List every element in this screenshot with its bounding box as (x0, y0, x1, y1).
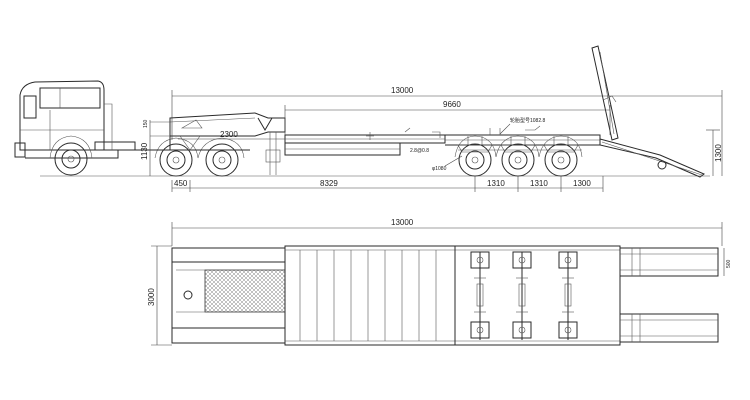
axle-group-top (558, 251, 578, 340)
dim-top-width: 3000 (147, 245, 172, 346)
trailer-axle-2 (500, 136, 536, 177)
main-deck (284, 125, 601, 156)
axles-top (470, 251, 578, 340)
rear-ramp-raised (591, 45, 619, 141)
dim-ground-clear-label: 150 (143, 119, 149, 128)
trailer-axle-1 (457, 136, 493, 177)
axle-part (470, 251, 490, 269)
dim-axle-1-label: 1310 (487, 179, 505, 188)
gooseneck-top (171, 247, 286, 344)
top-view: 13000 3000 (147, 218, 732, 346)
dim-side-overall: 13000 (171, 86, 723, 176)
dim-deck-height: 1130 150 (140, 119, 151, 176)
axle-part (512, 321, 532, 339)
dim-deck-height-label: 1130 (140, 142, 149, 160)
axle-group-top (470, 251, 490, 340)
axle-part (476, 256, 484, 264)
dim-kingpin-label: 450 (174, 179, 188, 188)
axle-part (558, 251, 578, 269)
axle-part (476, 283, 484, 307)
axle-group-top (512, 251, 532, 340)
axle-part (512, 251, 532, 269)
crossmembers (299, 250, 437, 341)
axle-part (518, 283, 526, 307)
dim-rearbase-label: 8329 (320, 179, 338, 188)
dim-platform-label: 9660 (443, 100, 461, 109)
axle-part (518, 256, 526, 264)
dim-ramp-height-label: 1300 (714, 144, 723, 162)
deck-note: 2.8@0.8 (410, 148, 429, 154)
ramp-top-upper (619, 247, 719, 277)
ramp-top-lower (619, 313, 719, 343)
gooseneck-mesh-plate (204, 269, 286, 313)
tractor-front-wheel (49, 135, 93, 176)
wheel-dia-note: φ1080 (432, 166, 447, 172)
axle-part (558, 321, 578, 339)
rear-ramp-lowered (599, 138, 705, 178)
axle-note: 轮胎型号1082.8 (510, 117, 546, 124)
axle-part (564, 283, 572, 307)
dim-ramp-height: 1300 (706, 129, 723, 176)
axle-part (564, 256, 572, 264)
dim-side-overall-label: 13000 (391, 86, 414, 95)
tractor-cab (14, 80, 150, 159)
kingpin (183, 290, 193, 300)
dim-ramp-width: 500 (723, 248, 732, 276)
platform-top (284, 245, 621, 346)
dim-top-width-label: 3000 (147, 288, 156, 306)
dim-gooseneck: 2300 (178, 130, 285, 140)
side-view: 13000 9660 2300 1130 150 1300 (14, 45, 723, 192)
axle-part (476, 326, 484, 334)
dim-top-overall: 13000 (171, 218, 723, 246)
trailer-axle-3 (543, 136, 579, 177)
axle-part (564, 326, 572, 334)
axle-part (518, 326, 526, 334)
dim-platform: 9660 (284, 100, 611, 135)
axle-part (470, 321, 490, 339)
dim-overhang-label: 1300 (573, 179, 591, 188)
dim-top-overall-label: 13000 (391, 218, 414, 227)
gooseneck (150, 112, 286, 175)
dim-gooseneck-label: 2300 (220, 130, 238, 139)
dim-axle-2-label: 1310 (530, 179, 548, 188)
dim-ramp-width-label: 500 (726, 259, 732, 268)
dim-bottom-chain: 450 8329 1310 1310 1300 (171, 176, 604, 192)
tractor-drive-wheel-1 (159, 143, 193, 177)
tractor-drive-wheel-2 (205, 143, 239, 177)
